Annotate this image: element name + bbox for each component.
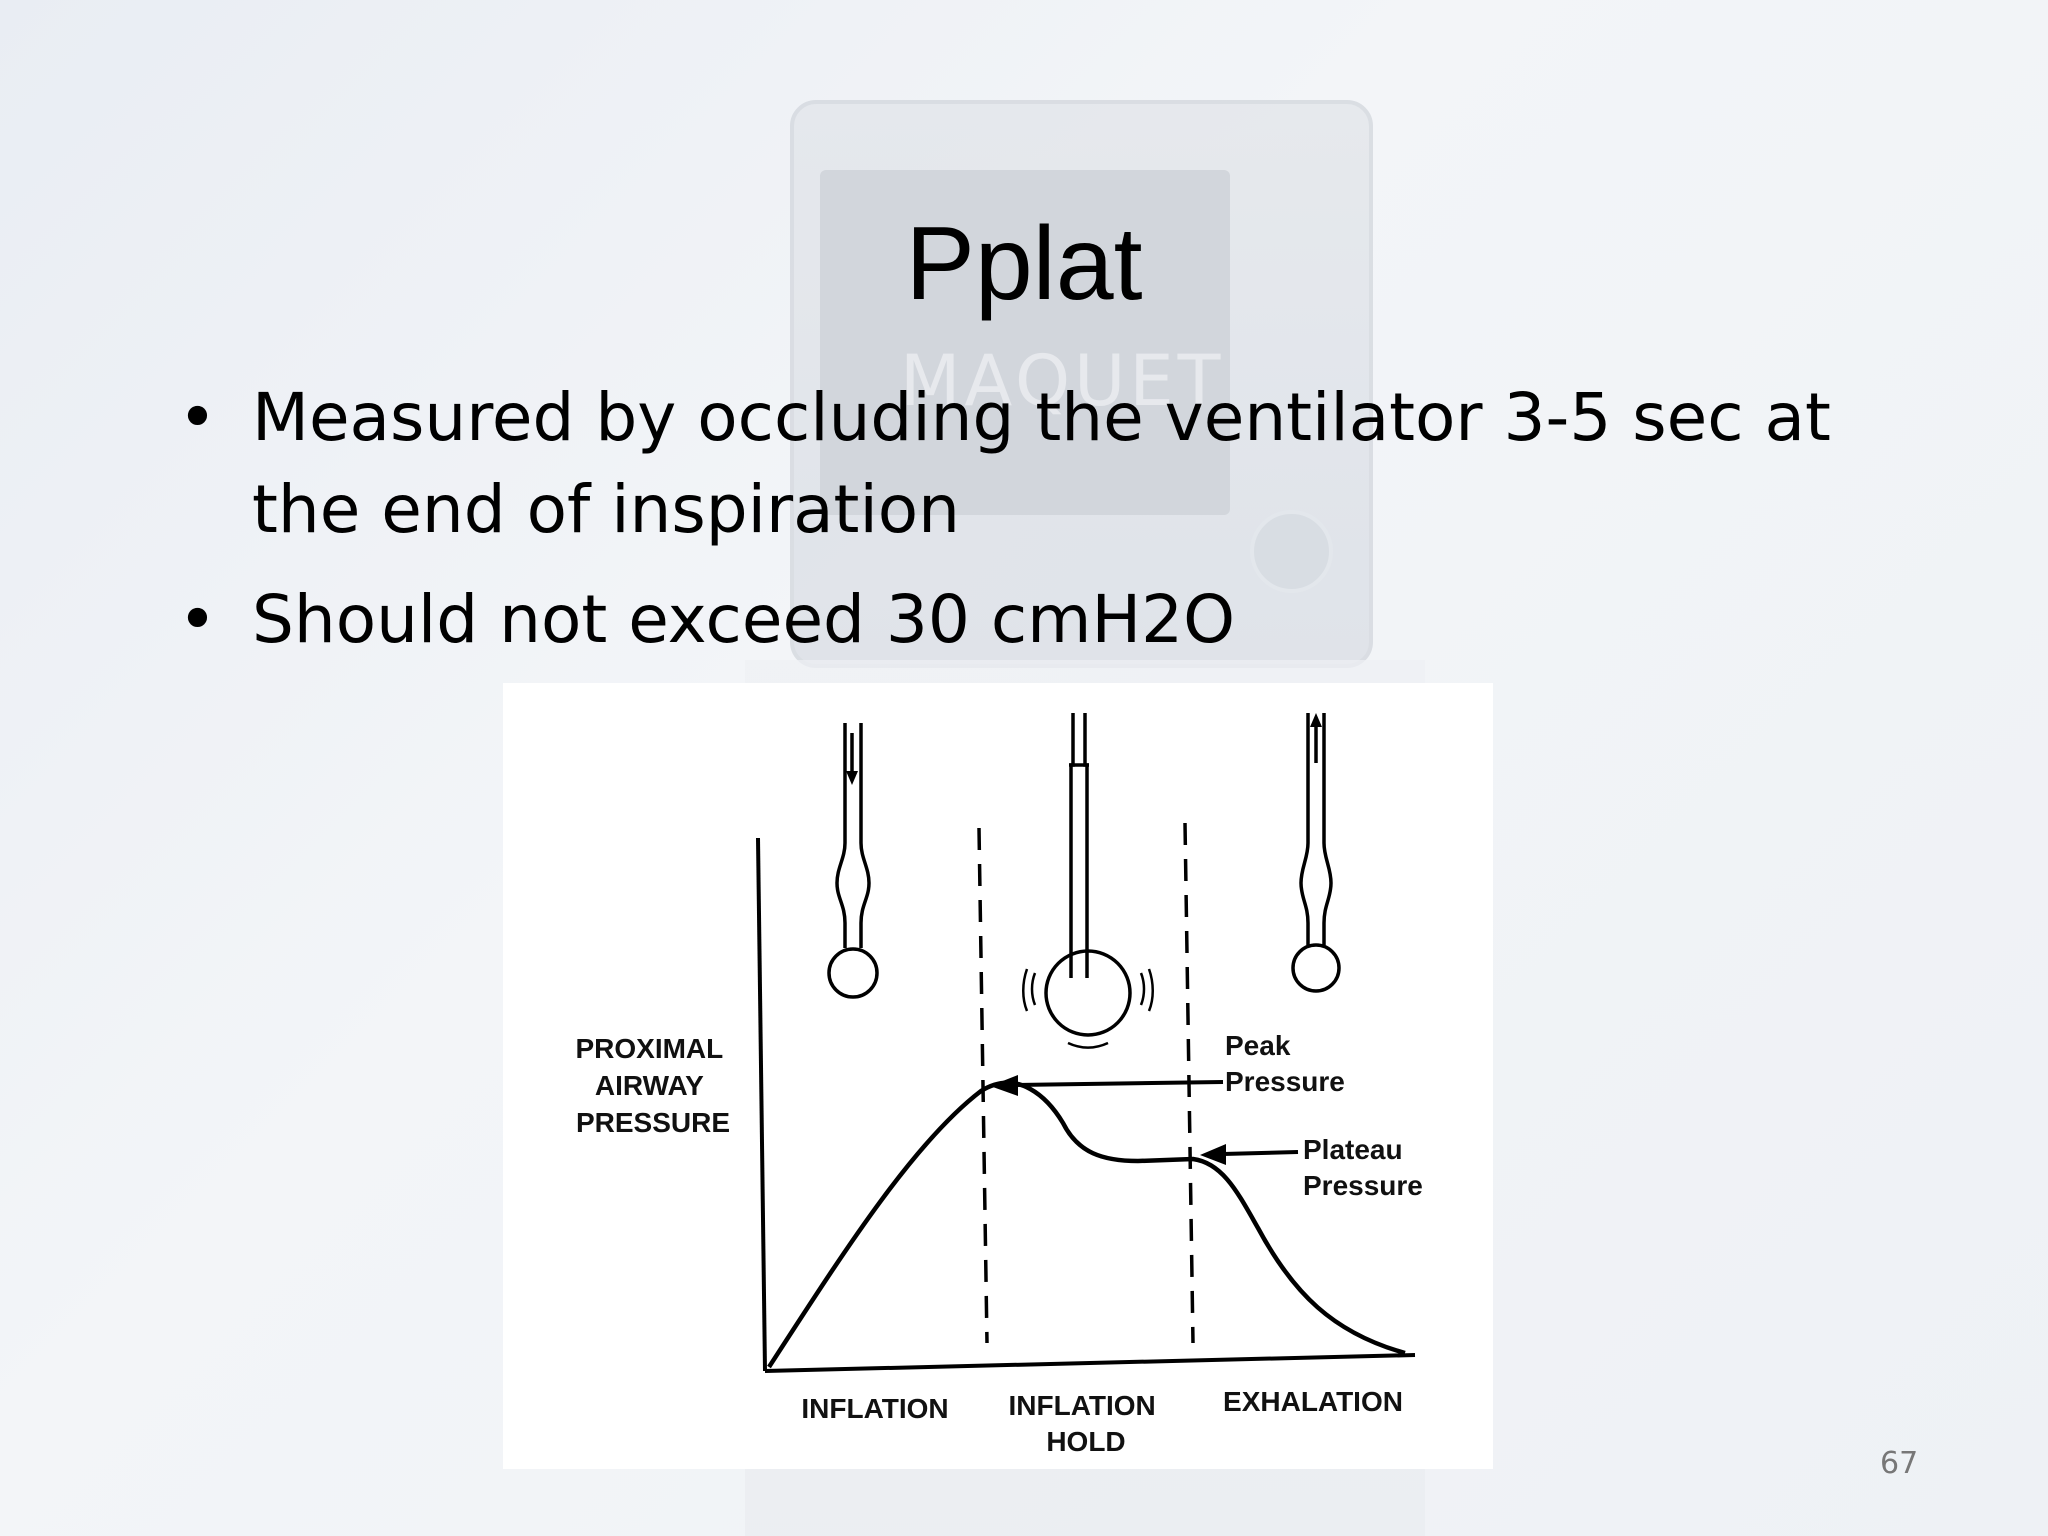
y-axis-label-line: AIRWAY	[595, 1070, 704, 1101]
y-axis	[756, 837, 767, 1372]
phase-label-exhalation: EXHALATION	[1223, 1386, 1403, 1417]
x-axis	[764, 1353, 1416, 1373]
y-axis-label: PROXIMAL AIRWAY PRESSURE	[575, 1033, 730, 1138]
peak-pressure-label: Peak Pressure	[1225, 1030, 1345, 1097]
bullet-item: • Measured by occluding the ventilator 3…	[170, 372, 1870, 556]
pressure-diagram-svg: PROXIMAL AIRWAY PRESSURE Peak Pressure P…	[575, 713, 1423, 1457]
phase-label-line: INFLATION	[1008, 1390, 1155, 1421]
phase-label-line: INFLATION	[801, 1393, 948, 1424]
y-axis-label-line: PROXIMAL	[575, 1033, 723, 1064]
peak-pressure-label-line: Peak	[1225, 1030, 1291, 1061]
plateau-pressure-label-line: Pressure	[1303, 1170, 1423, 1201]
peak-pressure-label-line: Pressure	[1225, 1066, 1345, 1097]
bullet-item: • Should not exceed 30 cmH2O	[170, 574, 1870, 666]
plateau-pressure-label: Plateau Pressure	[1303, 1134, 1423, 1201]
phase-label-line: EXHALATION	[1223, 1386, 1403, 1417]
background-ventilator-screen	[820, 170, 1230, 515]
bullet-text: Measured by occluding the ventilator 3-5…	[252, 379, 1831, 548]
page-number: 67	[1880, 1446, 1919, 1481]
pressure-curve	[767, 1080, 1406, 1369]
lung-exhalation-icon	[1291, 713, 1341, 993]
phase-divider-1	[977, 827, 989, 1344]
phase-label-inflation-hold: INFLATION HOLD	[1008, 1390, 1163, 1457]
bullet-list: • Measured by occluding the ventilator 3…	[170, 372, 1870, 684]
bullet-dot-icon: •	[178, 379, 217, 456]
plateau-pressure-label-line: Plateau	[1303, 1134, 1403, 1165]
slide-title: Pplat	[905, 206, 1143, 322]
lung-hold-icon	[1022, 713, 1154, 1049]
bullet-dot-icon: •	[178, 581, 217, 658]
phase-label-line: HOLD	[1046, 1426, 1125, 1457]
pressure-diagram: PROXIMAL AIRWAY PRESSURE Peak Pressure P…	[503, 683, 1493, 1469]
phase-label-inflation: INFLATION	[801, 1393, 948, 1424]
peak-arrow-head	[990, 1075, 1018, 1096]
lung-inflation-icon	[827, 723, 879, 999]
plateau-arrow-head	[1200, 1144, 1226, 1165]
y-axis-label-line: PRESSURE	[576, 1107, 730, 1138]
plateau-arrow-line	[1222, 1150, 1299, 1156]
background-knob	[1250, 510, 1333, 593]
peak-arrow-line	[1012, 1080, 1224, 1087]
background-brand-text: MAQUET	[900, 340, 1225, 422]
bullet-text: Should not exceed 30 cmH2O	[252, 581, 1236, 658]
